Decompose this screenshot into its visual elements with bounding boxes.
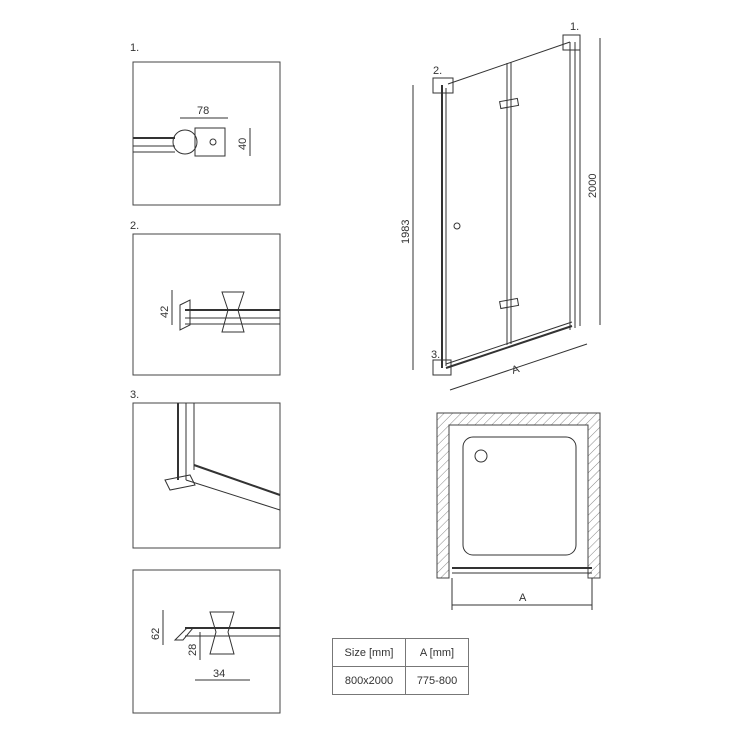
header-a: A [mm] bbox=[405, 638, 469, 667]
detail-3-panel bbox=[132, 402, 281, 549]
header-size: Size [mm] bbox=[332, 638, 406, 667]
callout-3: 3. bbox=[431, 349, 440, 361]
detail-3-label: 3. bbox=[130, 389, 139, 401]
table-header-row: Size [mm] A [mm] bbox=[332, 638, 469, 667]
cell-a: 775-800 bbox=[405, 666, 469, 695]
dim-34: 34 bbox=[213, 668, 225, 680]
table-row: 800x2000 775-800 bbox=[332, 666, 469, 695]
callout-1: 1. bbox=[570, 21, 579, 33]
plan-view: A bbox=[436, 412, 601, 610]
detail-1-label: 1. bbox=[130, 42, 139, 54]
callout-2: 2. bbox=[433, 65, 442, 77]
detail-2-label: 2. bbox=[130, 220, 139, 232]
dim-78: 78 bbox=[197, 105, 209, 117]
height-2000: 2000 bbox=[587, 174, 599, 198]
detail-4-panel: 62 28 34 bbox=[132, 569, 281, 714]
cell-size: 800x2000 bbox=[332, 666, 406, 695]
dim-40: 40 bbox=[237, 138, 249, 150]
height-1983: 1983 bbox=[400, 220, 412, 244]
width-a-front: A bbox=[510, 363, 521, 377]
width-a-plan: A bbox=[519, 592, 527, 604]
size-table: Size [mm] A [mm] 800x2000 775-800 bbox=[332, 638, 469, 695]
detail-1-panel: 78 40 bbox=[132, 61, 281, 206]
dim-62: 62 bbox=[150, 628, 162, 640]
dim-42: 42 bbox=[159, 306, 171, 318]
dim-28: 28 bbox=[187, 644, 199, 656]
detail-2-panel: 42 bbox=[132, 233, 281, 376]
front-view: 1. 2. 3. 2000 1983 A bbox=[400, 21, 601, 391]
